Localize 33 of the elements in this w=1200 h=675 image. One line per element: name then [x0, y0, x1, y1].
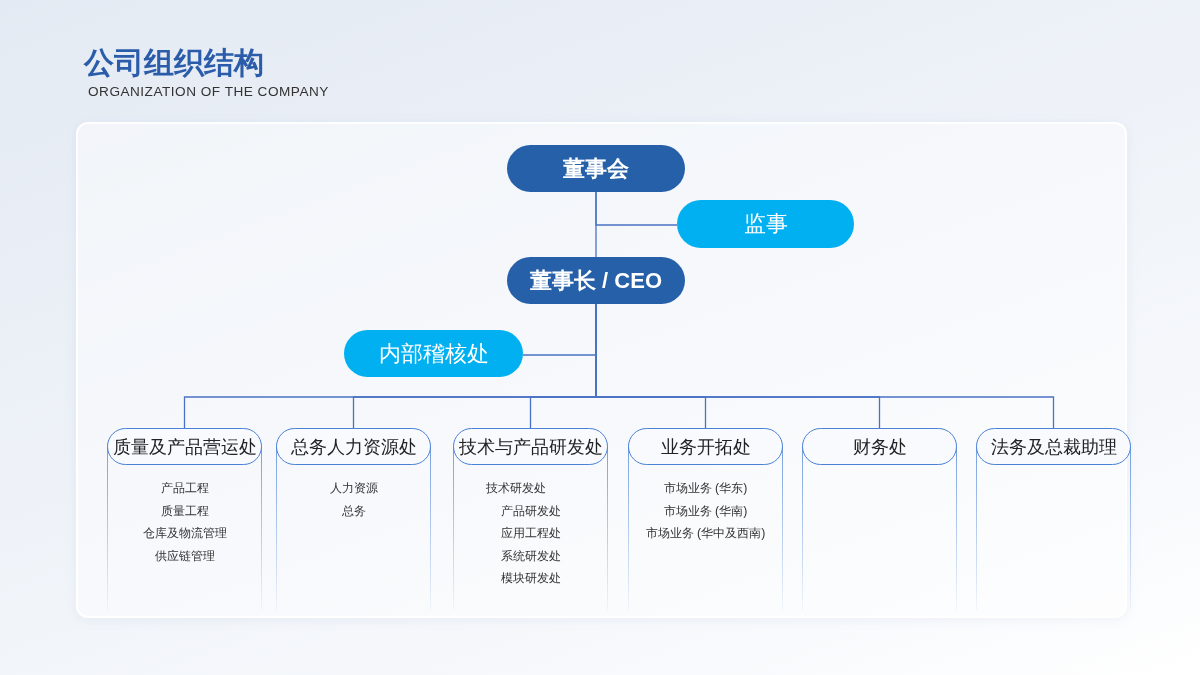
sub-unit-text: 产品研发处	[500, 502, 561, 520]
sub-unit-text: 系统研发处	[500, 547, 561, 565]
department-header: 财务处	[802, 428, 957, 465]
department-column	[628, 428, 783, 610]
page-subtitle: ORGANIZATION OF THE COMPANY	[88, 84, 329, 100]
org-unit-pill: 董事长 / CEO	[507, 257, 685, 304]
sub-unit-text: 总务	[341, 502, 366, 520]
sub-unit-text: 技术研发处	[485, 480, 546, 497]
connector-line	[595, 191, 678, 226]
org-unit-pill: 董事会	[507, 145, 685, 192]
sub-unit-text: 产品工程	[160, 480, 209, 497]
sub-unit-text: 质量工程	[160, 502, 209, 520]
department-column	[107, 428, 262, 610]
sub-unit-text: 仓库及物流管理	[142, 525, 227, 542]
department-header: 总务人力资源处	[276, 428, 431, 465]
department-header: 业务开拓处	[628, 428, 783, 465]
org-unit-pill: 监事	[677, 200, 854, 248]
sub-unit-text: 供应链管理	[154, 547, 215, 565]
department-column	[976, 428, 1131, 610]
sub-unit-text: 市场业务 (华中及西南)	[645, 525, 766, 542]
sub-unit-text: 模块研发处	[500, 570, 561, 587]
page-title: 公司组织结构	[84, 46, 264, 80]
sub-unit-text: 市场业务 (华南)	[663, 502, 748, 520]
sub-unit-text: 应用工程处	[500, 525, 561, 542]
department-column	[276, 428, 431, 610]
sub-unit-text: 市场业务 (华东)	[663, 480, 748, 497]
org-unit-pill: 内部稽核处	[344, 330, 523, 377]
department-header: 质量及产品营运处	[107, 428, 262, 465]
department-header: 法务及总裁助理	[976, 428, 1131, 465]
department-header: 技术与产品研发处	[453, 428, 608, 465]
sub-unit-text: 人力资源	[329, 480, 378, 497]
department-column	[802, 428, 957, 610]
department-column	[453, 428, 608, 610]
